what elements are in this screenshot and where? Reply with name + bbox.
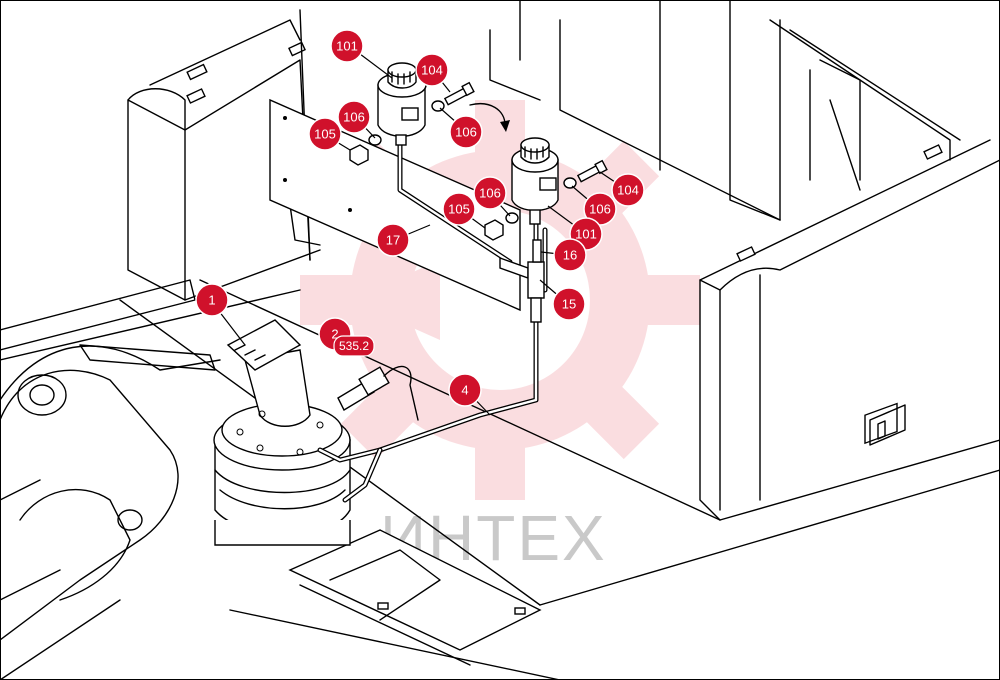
filter-top bbox=[377, 62, 427, 146]
callout-label: 105 bbox=[448, 202, 470, 217]
callout-label: 101 bbox=[575, 227, 597, 242]
mounting-plate bbox=[269, 98, 521, 312]
callout-101-top[interactable]: 101 bbox=[330, 29, 364, 63]
callout-16[interactable]: 16 bbox=[553, 238, 587, 272]
callout-label: 104 bbox=[617, 183, 639, 198]
callout-106-a[interactable]: 106 bbox=[337, 100, 371, 134]
callout-label: 1 bbox=[208, 293, 215, 308]
fasteners bbox=[349, 81, 608, 241]
callout-label: 2 bbox=[331, 327, 338, 342]
tee-fitting bbox=[499, 239, 545, 323]
callout-label: 106 bbox=[589, 202, 611, 217]
callout-106-b[interactable]: 106 bbox=[449, 115, 483, 149]
sensor bbox=[337, 365, 419, 421]
callout-17[interactable]: 17 bbox=[376, 223, 410, 257]
hydraulic-motor bbox=[213, 319, 351, 546]
callout-label: 4 bbox=[461, 383, 468, 398]
callout-1[interactable]: 1 bbox=[195, 283, 229, 317]
right-cabinet bbox=[489, 0, 1000, 521]
callout-4[interactable]: 4 bbox=[448, 373, 482, 407]
callout-label: 105 bbox=[314, 127, 336, 142]
callout-106-d[interactable]: 106 bbox=[583, 192, 617, 226]
callout-label: 106 bbox=[455, 125, 477, 140]
callout-label: 106 bbox=[343, 110, 365, 125]
callout-label: 106 bbox=[479, 186, 501, 201]
filter-right bbox=[511, 137, 559, 225]
callout-106-c[interactable]: 106 bbox=[473, 176, 507, 210]
callout-label: 101 bbox=[336, 39, 358, 54]
part-label-text: 535.2 bbox=[339, 339, 369, 353]
callout-105-a[interactable]: 105 bbox=[308, 117, 342, 151]
callout-label: 104 bbox=[421, 63, 443, 78]
callout-label: 16 bbox=[563, 248, 577, 263]
callout-104-right[interactable]: 104 bbox=[611, 173, 645, 207]
callout-label: 15 bbox=[562, 297, 576, 312]
callout-104-top[interactable]: 104 bbox=[415, 53, 449, 87]
part-label-535-2[interactable]: 535.2 bbox=[333, 335, 375, 357]
callout-15[interactable]: 15 bbox=[552, 287, 586, 321]
callout-105-b[interactable]: 105 bbox=[442, 192, 476, 226]
callout-label: 17 bbox=[386, 233, 400, 248]
